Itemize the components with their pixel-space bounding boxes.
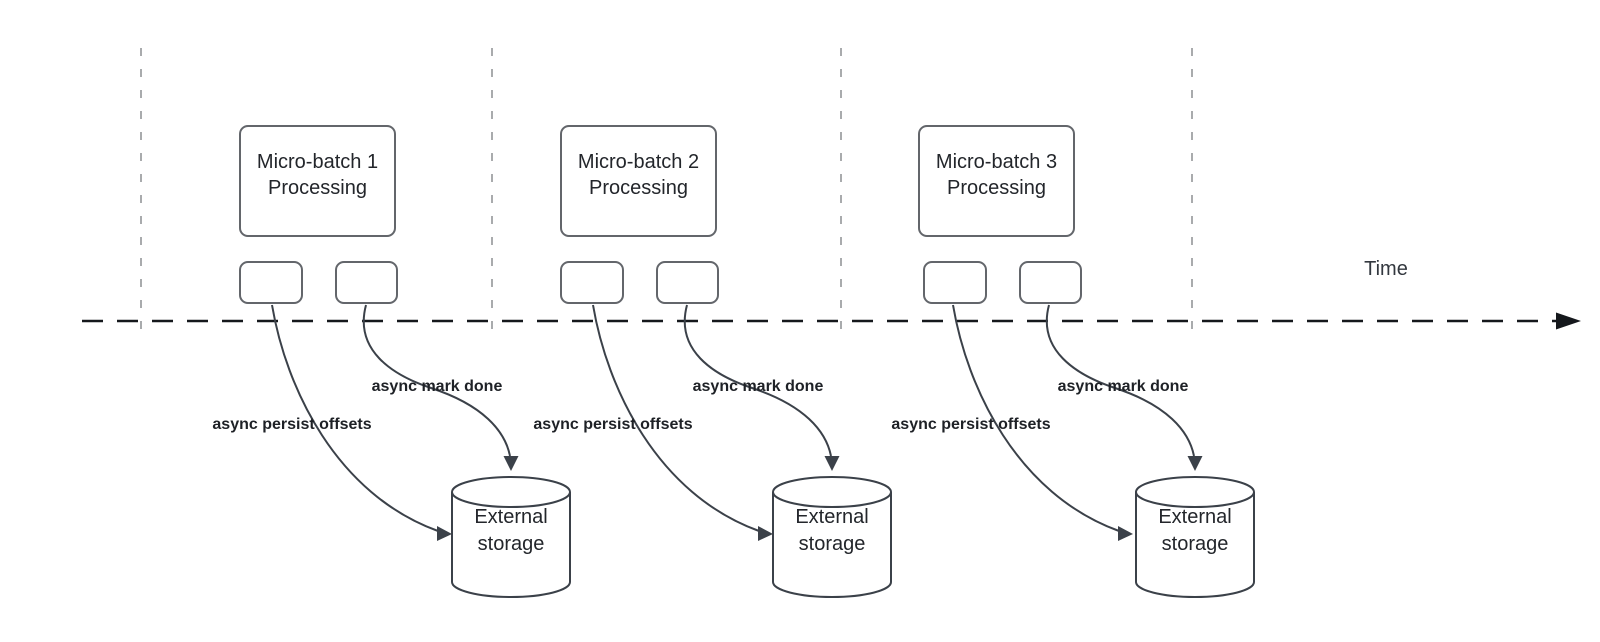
mark-done-connector [683,304,832,457]
storage-cylinder-shape [1135,476,1255,598]
mark-done-arrowhead-icon [503,456,519,471]
persist-offsets-connector [592,304,760,532]
cylinder-body [1135,492,1255,598]
storage-cylinder-shape [772,476,892,598]
mark-done-connector [362,304,511,457]
mark-done-connector [1046,304,1195,457]
cylinder-top [451,476,571,508]
persist-offsets-connector [271,304,439,532]
group-1-strokes [271,304,571,598]
cylinder-body [772,492,892,598]
cylinder-top [772,476,892,508]
persist-offsets-arrowhead-icon [1118,526,1133,541]
group-2-strokes [592,304,892,598]
persist-offsets-arrowhead-icon [437,526,452,541]
time-axis-label: Time [1364,258,1408,280]
storage-cylinder-shape [451,476,571,598]
group-3-strokes [952,304,1255,598]
persist-offsets-connector [952,304,1120,532]
persist-offsets-arrowhead-icon [758,526,773,541]
cylinder-top [1135,476,1255,508]
mark-done-arrowhead-icon [1187,456,1203,471]
time-axis-arrowhead-icon [1556,312,1581,330]
cylinder-body [451,492,571,598]
mark-done-arrowhead-icon [824,456,840,471]
